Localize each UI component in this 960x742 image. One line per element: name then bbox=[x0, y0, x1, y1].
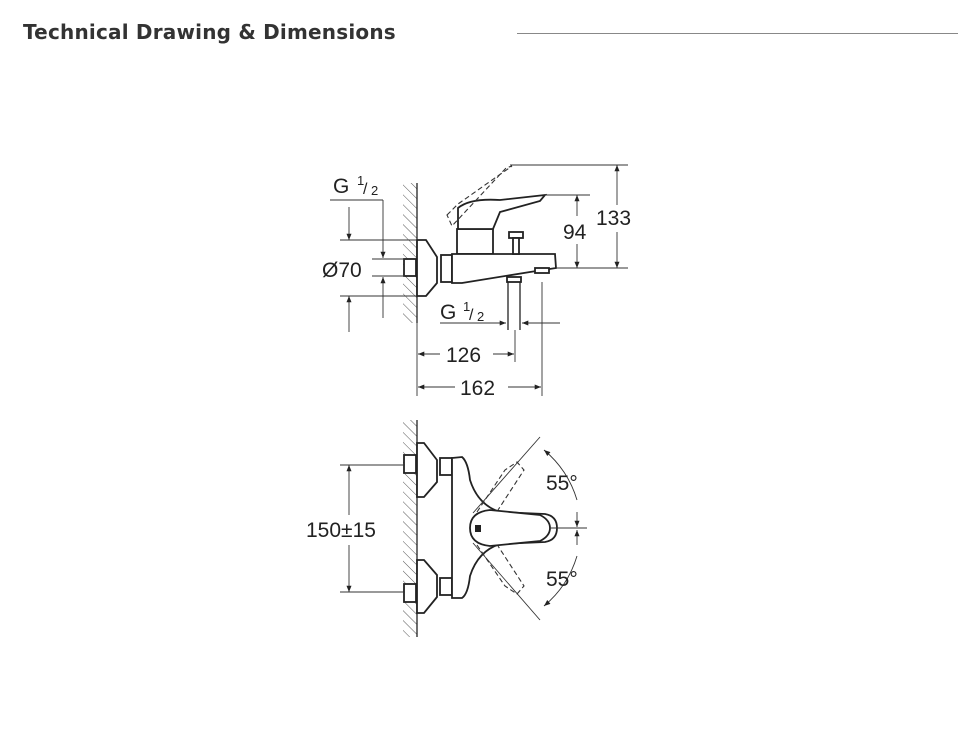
body-block bbox=[456, 228, 494, 255]
svg-text:2: 2 bbox=[477, 309, 484, 324]
wall-nut-top bbox=[403, 454, 417, 474]
rosette-top bbox=[416, 442, 438, 498]
side-view: G 1 / 2 Ø70 94 133 G 1 / 2 126 162 bbox=[322, 164, 631, 400]
svg-text:1: 1 bbox=[463, 299, 470, 314]
hex-connector bbox=[440, 254, 453, 283]
wall-nut bbox=[403, 258, 417, 277]
center-distance-label: 150±15 bbox=[306, 519, 376, 542]
lever-raised-dashed bbox=[446, 165, 513, 227]
wall-nut-bottom bbox=[403, 583, 417, 603]
rosette-bottom bbox=[416, 559, 438, 614]
lever-top bbox=[469, 509, 551, 547]
diverter-stem bbox=[512, 237, 520, 255]
svg-text:/: / bbox=[363, 181, 368, 198]
lever bbox=[457, 193, 548, 230]
dim-133: 133 bbox=[596, 207, 631, 230]
top-view: 55° 55° 150±15 bbox=[306, 420, 587, 637]
angle-up-label: 55° bbox=[546, 472, 578, 495]
thread-outlet-g: G bbox=[440, 301, 456, 324]
angle-down-label: 55° bbox=[546, 568, 578, 591]
thread-inlet-g: G bbox=[333, 175, 349, 198]
wall-hatching bbox=[403, 420, 417, 637]
dim-94: 94 bbox=[563, 221, 587, 244]
dim-162: 162 bbox=[460, 377, 495, 400]
section-title: Technical Drawing & Dimensions bbox=[23, 20, 396, 44]
rosette-diameter-label: Ø70 bbox=[322, 259, 362, 282]
wall-hatching bbox=[403, 183, 417, 323]
svg-text:/: / bbox=[469, 307, 474, 324]
lever-left-dashed bbox=[476, 461, 525, 513]
dim-126: 126 bbox=[446, 344, 481, 367]
title-divider bbox=[517, 33, 958, 34]
spout bbox=[451, 253, 557, 284]
svg-text:1: 1 bbox=[357, 173, 364, 188]
svg-text:2: 2 bbox=[371, 183, 378, 198]
rosette bbox=[416, 239, 438, 297]
